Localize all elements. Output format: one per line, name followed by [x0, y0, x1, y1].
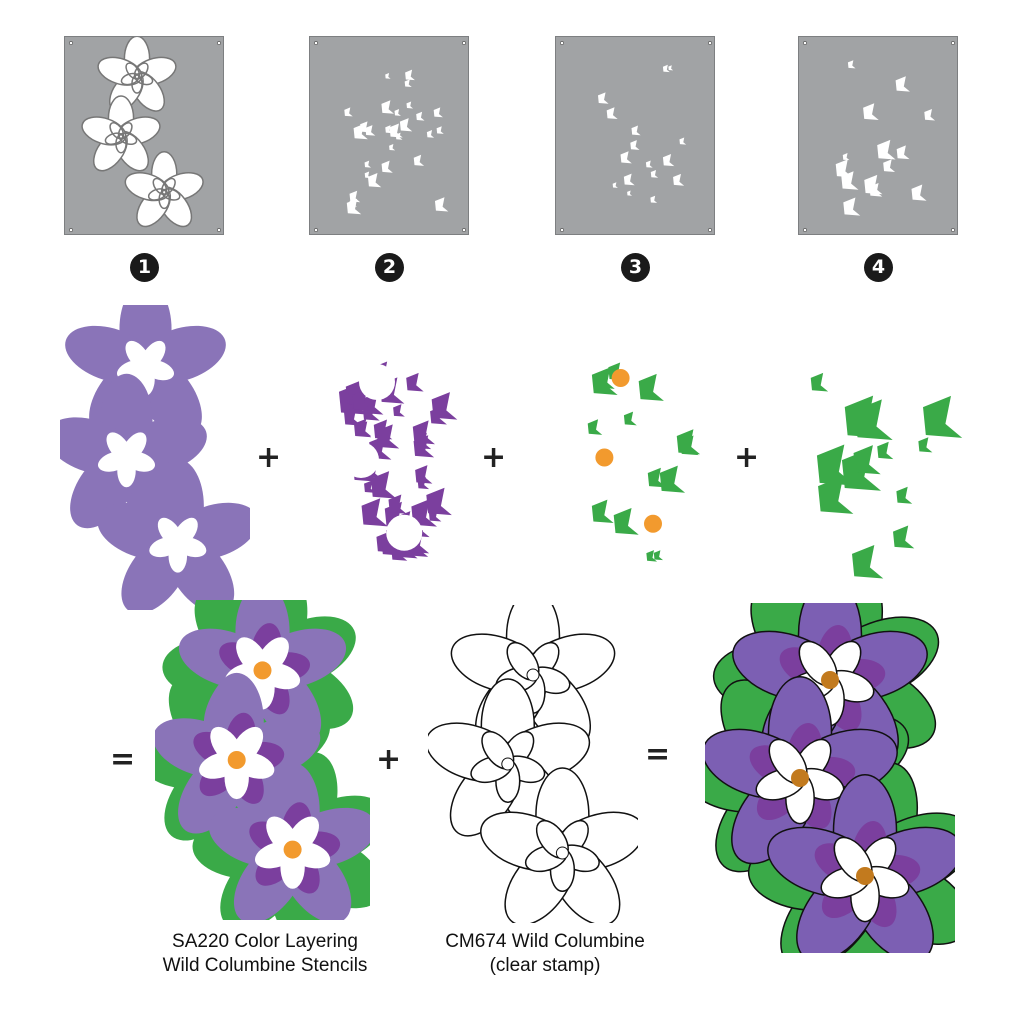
finished-card-image	[705, 603, 955, 953]
layer-2-result	[338, 361, 458, 561]
stamp-caption: CM674 Wild Columbine (clear stamp)	[405, 930, 685, 978]
stencil-3-cutout	[560, 41, 712, 232]
layer-1-result	[60, 305, 250, 610]
plus-sign-4: +	[376, 742, 402, 777]
stencil-2	[309, 36, 469, 235]
stencil-2-cutout	[314, 41, 466, 232]
stencil-caption-line1: SA220 Color Layering	[172, 931, 358, 952]
stamp-caption-line1: CM674 Wild Columbine	[445, 931, 645, 952]
layer-3-result	[587, 362, 701, 562]
plus-sign-3: +	[734, 440, 760, 475]
stencil-1-cutout	[69, 37, 221, 232]
stencil-1	[64, 36, 224, 235]
plus-sign-1: +	[256, 440, 282, 475]
stencil-caption: SA220 Color Layering Wild Columbine Sten…	[120, 930, 410, 978]
stencil-3	[555, 36, 715, 235]
layer-4-result	[810, 372, 963, 579]
stencil-4-cutout	[803, 41, 955, 232]
stamp-caption-line2: (clear stamp)	[489, 955, 601, 976]
stencil-caption-line2: Wild Columbine Stencils	[162, 955, 368, 976]
step-number-3: 3	[621, 253, 650, 282]
equals-sign-2: =	[645, 737, 671, 772]
stenciled-flowers-image	[155, 600, 370, 920]
equals-sign-1: =	[110, 742, 136, 777]
plus-sign-2: +	[481, 440, 507, 475]
stamp-outline-image	[428, 605, 638, 923]
stencil-4	[798, 36, 958, 235]
step-number-4: 4	[864, 253, 893, 282]
step-number-2: 2	[375, 253, 404, 282]
step-number-1: 1	[130, 253, 159, 282]
